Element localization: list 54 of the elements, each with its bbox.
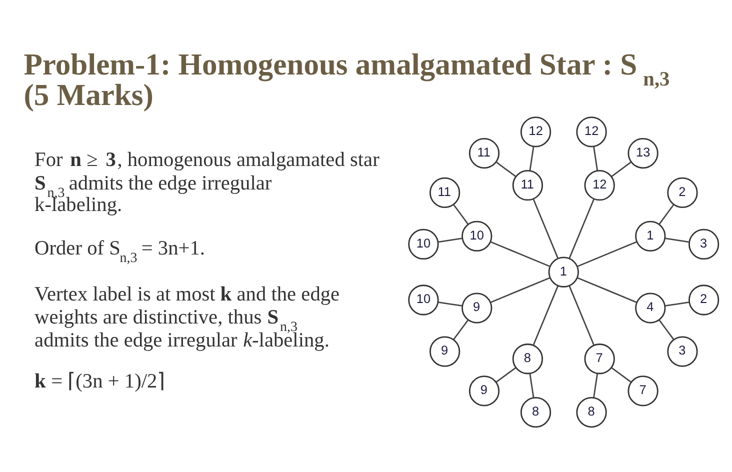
label: k = ⌈(3n + 1)/2⌉ xyxy=(34,370,166,392)
node-circle: 12 xyxy=(520,116,552,147)
connector xyxy=(576,276,637,302)
label: For n ≥ 3, homogenous amalgamated star S$_{n,3}$ admits the edge irregular k-labeling. xyxy=(34,148,380,216)
connector xyxy=(438,301,462,306)
label: Vertex label is at most k and the edge weights are distinctive, thus S$_{n,3}$ admits the edge irregular k-labeling. xyxy=(34,283,340,351)
connector xyxy=(568,198,595,258)
connector xyxy=(453,319,469,340)
connector xyxy=(453,204,469,224)
node-circle: 9 xyxy=(429,336,460,366)
node-circle: 12 xyxy=(584,170,615,200)
node-circle: 3 xyxy=(688,228,720,260)
connector xyxy=(490,240,550,267)
connector xyxy=(490,276,550,302)
node-circle: 11 xyxy=(429,176,460,208)
connector xyxy=(496,366,516,382)
connector xyxy=(529,372,534,398)
connector xyxy=(611,366,632,382)
node-circle: 13 xyxy=(628,137,658,168)
node-circle: 4 xyxy=(635,292,666,323)
node-circle: 11 xyxy=(512,170,544,200)
node-circle: 2 xyxy=(667,176,698,208)
node-circle: 1 xyxy=(635,220,666,251)
connector xyxy=(664,237,690,242)
connector xyxy=(658,204,674,224)
node-circle: 8 xyxy=(520,396,552,428)
node-circle: 9 xyxy=(462,292,492,323)
connector xyxy=(532,284,559,345)
connector xyxy=(532,198,559,258)
connector xyxy=(593,372,598,398)
node-circle: 11 xyxy=(468,137,500,168)
node-circle: 3 xyxy=(667,336,698,366)
node-circle: 2 xyxy=(688,284,720,315)
label: Order of S$_{n,3}$ = 3n+1. xyxy=(34,237,206,266)
diagram-title: Problem-1: Homogenous amalgamated Star : S$_{n,3}$ (5 Marks) xyxy=(24,46,670,112)
connector xyxy=(611,161,632,177)
connector xyxy=(658,319,674,340)
connector xyxy=(529,146,534,170)
connector xyxy=(576,240,637,267)
connector xyxy=(664,301,690,306)
node-circle: 7 xyxy=(584,343,615,374)
connector xyxy=(496,161,516,177)
connector xyxy=(568,284,595,345)
connector xyxy=(438,237,462,242)
node-circle: 10 xyxy=(408,228,439,260)
node-circle: 8 xyxy=(512,343,544,374)
node-circle: 10 xyxy=(408,284,439,315)
node-circle: 7 xyxy=(628,375,658,406)
node-circle: 9 xyxy=(468,375,500,406)
node-circle: 8 xyxy=(576,396,607,428)
connector xyxy=(593,146,598,170)
node-circle: 12 xyxy=(576,116,607,147)
node-circle: 10 xyxy=(462,220,492,251)
node-circle: 1 xyxy=(548,256,579,287)
